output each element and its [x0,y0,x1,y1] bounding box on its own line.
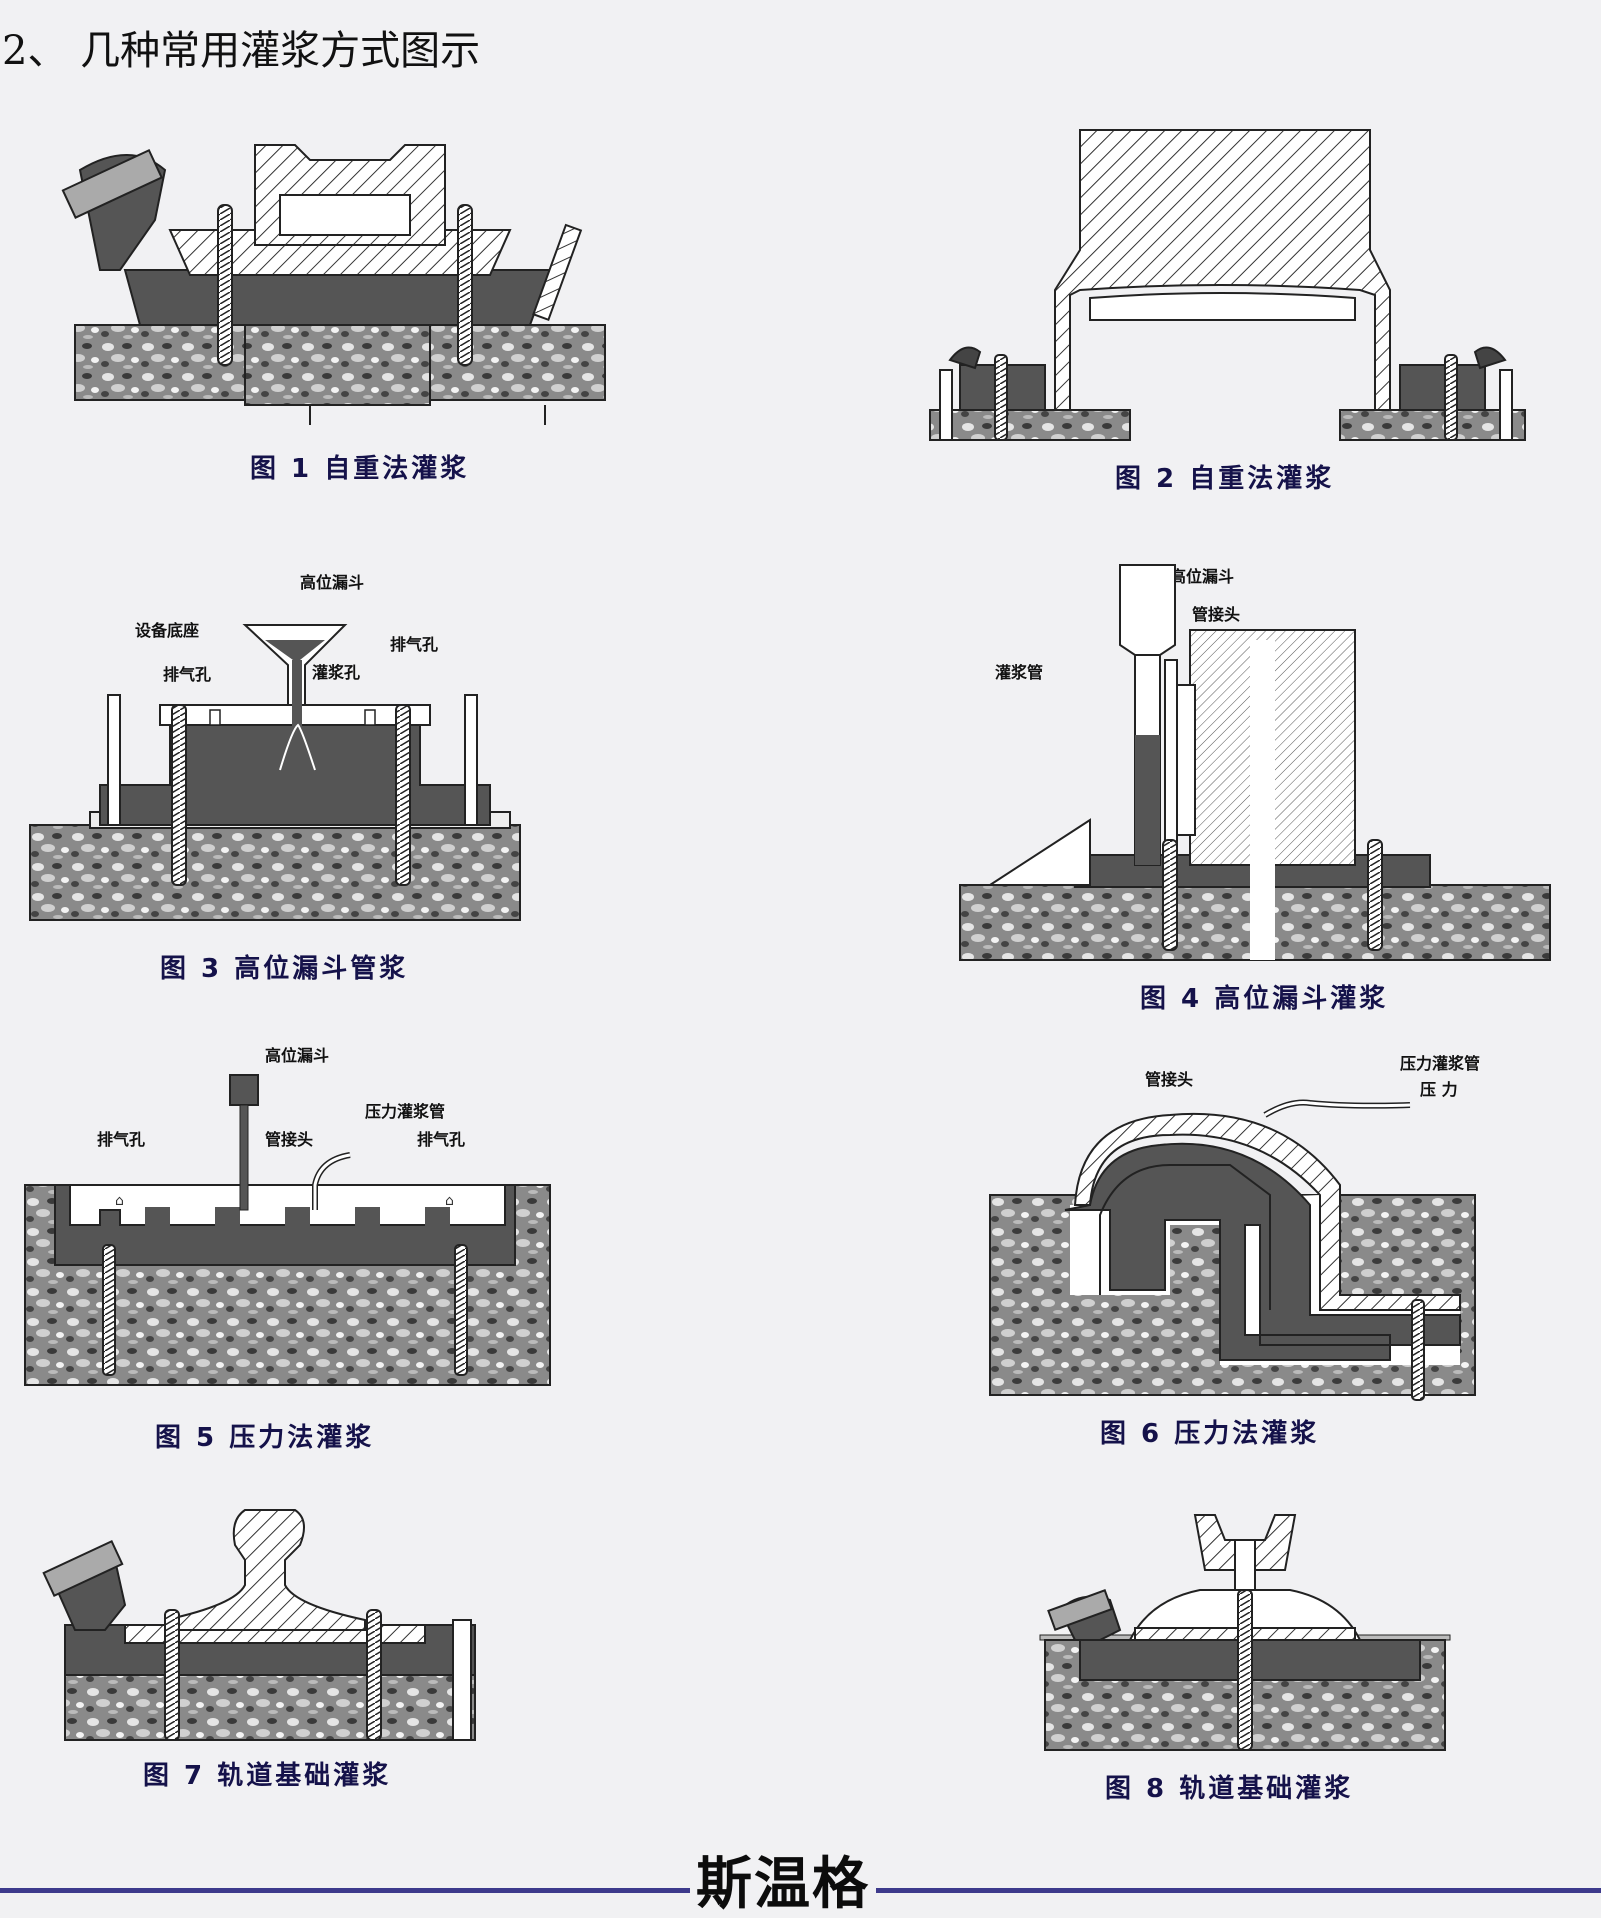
figure-caption: 图 7 轨道基础灌浆 [143,1761,392,1791]
figure-4: 高位漏斗 管接头 灌浆管 图 4 高位漏斗灌浆 [959,560,1560,1014]
figure-6: 管接头 压力灌浆管 压 力 图 6 压力法灌浆 [989,1045,1510,1449]
figure-3-diagram: 高位漏斗 设备底座 排气孔 灌浆孔 排气孔 [29,573,521,921]
figure-7-diagram [42,1509,476,1741]
figure-1: 图 1 自重法灌浆 [60,130,620,484]
figure-caption: 图 5 压力法灌浆 [155,1423,375,1453]
figure-label: 排气孔 [417,1130,465,1149]
figure-label: 高位漏斗 [300,573,364,592]
figure-label: 设备底座 [135,621,199,640]
figure-5: 高位漏斗 压力灌浆管 排气孔 管接头 排气孔 ⌂ ⌂ 图 5 压力法灌浆 [24,1045,565,1453]
figure-2: 图 2 自重法灌浆 [920,120,1526,494]
figure-caption: 图 1 自重法灌浆 [250,454,470,484]
svg-text:⌂: ⌂ [445,1193,454,1209]
figure-8-diagram [1039,1514,1451,1751]
figure-label: 排气孔 [390,635,438,654]
figure-label: 排气孔 [97,1130,145,1149]
figure-label: 压力灌浆管 [1400,1054,1480,1073]
figure-caption: 图 6 压力法灌浆 [1100,1419,1320,1449]
figure-caption: 图 2 自重法灌浆 [1115,464,1335,494]
figure-label: 灌浆孔 [312,663,360,682]
figure-5-diagram: 高位漏斗 压力灌浆管 排气孔 管接头 排气孔 ⌂ ⌂ [24,1046,551,1386]
page-heading: 2、 几种常用灌浆方式图示 [2,28,481,74]
figure-label: 灌浆管 [995,663,1043,682]
brand-logo: 斯温格 [690,1852,876,1918]
figure-3: 高位漏斗 设备底座 排气孔 灌浆孔 排气孔 图 3 高位漏斗管浆 [29,560,550,984]
figure-label: 排气孔 [163,665,211,684]
figure-2-diagram [929,129,1526,441]
figure-label: 高位漏斗 [265,1046,329,1065]
figure-label: 管接头 [1145,1070,1193,1089]
figure-7: 图 7 轨道基础灌浆 [42,1505,485,1791]
figure-8: 图 8 轨道基础灌浆 [1039,1510,1460,1804]
figure-1-diagram [61,144,606,425]
figure-label: 管接头 [1192,605,1240,624]
figure-caption: 图 4 高位漏斗灌浆 [1140,984,1389,1014]
figure-6-diagram: 管接头 压力灌浆管 压 力 [989,1054,1480,1401]
figure-label: 高位漏斗 [1170,567,1234,586]
svg-text:⌂: ⌂ [115,1193,124,1209]
figure-label: 压 力 [1420,1080,1458,1099]
figure-label: 压力灌浆管 [365,1102,445,1121]
figure-caption: 图 8 轨道基础灌浆 [1105,1774,1354,1804]
figure-label: 管接头 [265,1130,313,1149]
figure-caption: 图 3 高位漏斗管浆 [160,954,409,984]
figure-4-diagram: 高位漏斗 管接头 灌浆管 [959,564,1551,961]
